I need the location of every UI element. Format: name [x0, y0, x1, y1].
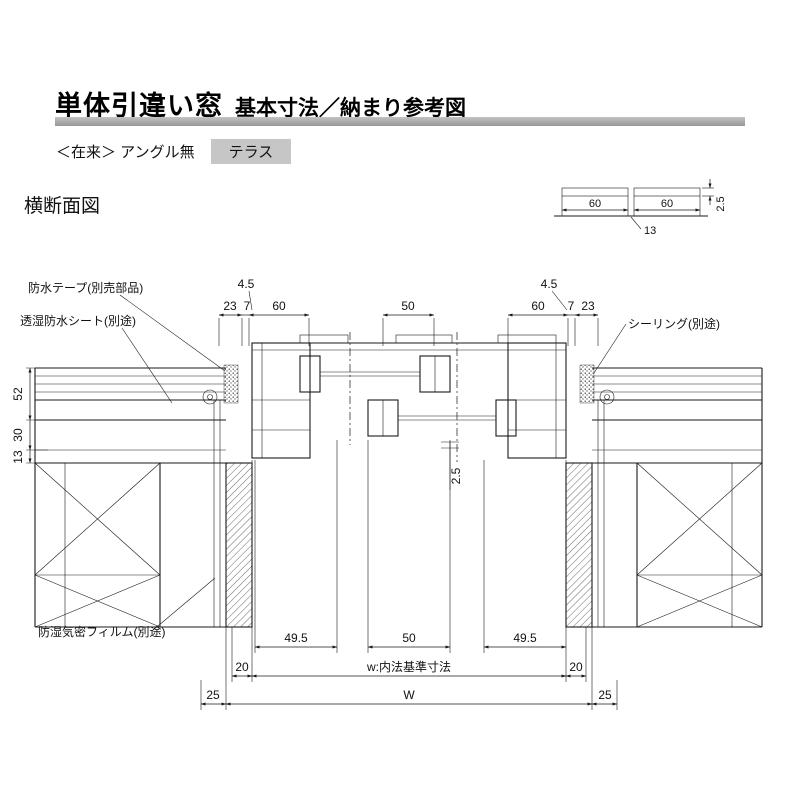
right-post-hatched [565, 462, 593, 628]
dim-top-right-4-5: 4.5 [541, 277, 558, 291]
cross-section-drawing: 横断面図 60 60 13 2.5 [0, 160, 800, 800]
page-title: 単体引違い窓基本寸法／納まり参考図 [55, 84, 466, 123]
callout-moisture-sheet: 透湿防水シート(別途) [20, 313, 136, 328]
dim-top-center-50: 50 [401, 299, 415, 313]
section-label: 横断面図 [24, 195, 100, 217]
left-fastener-symbol [202, 389, 218, 405]
dim-top-left-60: 60 [272, 299, 286, 313]
head-detail-drawing: 60 60 13 2.5 [554, 179, 727, 237]
dim-top-right-60: 60 [531, 299, 545, 313]
detail-dim-60-right: 60 [661, 198, 673, 210]
dim-bottom-20-left: 20 [235, 660, 249, 674]
left-sealing-area [223, 364, 239, 404]
right-wall-section [566, 367, 763, 628]
dim-top-left-7: 7 [244, 299, 251, 313]
left-post-hatched [225, 462, 253, 628]
title-sub: 基本寸法／納まり参考図 [235, 97, 466, 120]
dim-bottom-49-5-left: 49.5 [284, 631, 308, 645]
dim-bottom-49-5-right: 49.5 [513, 631, 537, 645]
dim-bottom-W: W [403, 688, 415, 702]
dim-center-2-5: 2.5 [449, 467, 463, 484]
detail-dim-2-5: 2.5 [715, 196, 727, 211]
dimension-center-2-5: 2.5 [441, 441, 463, 490]
dim-bottom-w-label: w:内法基準寸法 [366, 659, 451, 674]
callout-sealing: シーリング(別途) [628, 316, 720, 331]
dimensions-top: 23 7 60 50 60 7 23 4.5 4.5 [218, 277, 599, 346]
dim-top-left-23: 23 [223, 299, 237, 313]
dim-top-right-7: 7 [568, 299, 575, 313]
dim-bottom-25-right: 25 [598, 688, 612, 702]
dim-bottom-25-left: 25 [206, 688, 220, 702]
right-fastener-symbol [599, 389, 615, 405]
callout-moisture-film: 防湿気密フィルム(別途) [38, 624, 166, 639]
dim-left-52: 52 [11, 387, 25, 401]
detail-dim-13: 13 [644, 225, 656, 237]
dim-top-left-4-5: 4.5 [238, 277, 255, 291]
callout-waterproof-tape: 防水テープ(別売部品) [28, 280, 143, 295]
variant-line: ＜在来＞ アングル無 テラス [56, 139, 292, 164]
dim-left-30: 30 [11, 428, 25, 442]
variant-label: ＜在来＞ アングル無 [56, 144, 195, 161]
dimensions-bottom: 49.5 50 49.5 20 w:内法基準寸法 20 25 W 25 [200, 440, 618, 710]
dim-bottom-20-right: 20 [569, 660, 583, 674]
dim-bottom-50: 50 [402, 631, 416, 645]
title-main: 単体引違い窓 [55, 91, 223, 121]
dim-left-13: 13 [11, 450, 25, 464]
dim-top-right-23: 23 [581, 299, 595, 313]
dimensions-left: 52 30 13 [11, 367, 48, 464]
callouts: 防水テープ(別売部品) 透湿防水シート(別途) シーリング(別途) 防湿気密フィ… [20, 280, 720, 639]
window-frame-section [202, 332, 615, 462]
detail-dim-60-left: 60 [589, 198, 601, 210]
left-wall-section [34, 367, 252, 628]
right-sealing-area [579, 364, 595, 404]
title-underline-bar [55, 117, 745, 126]
variant-tag: テラス [210, 139, 292, 164]
